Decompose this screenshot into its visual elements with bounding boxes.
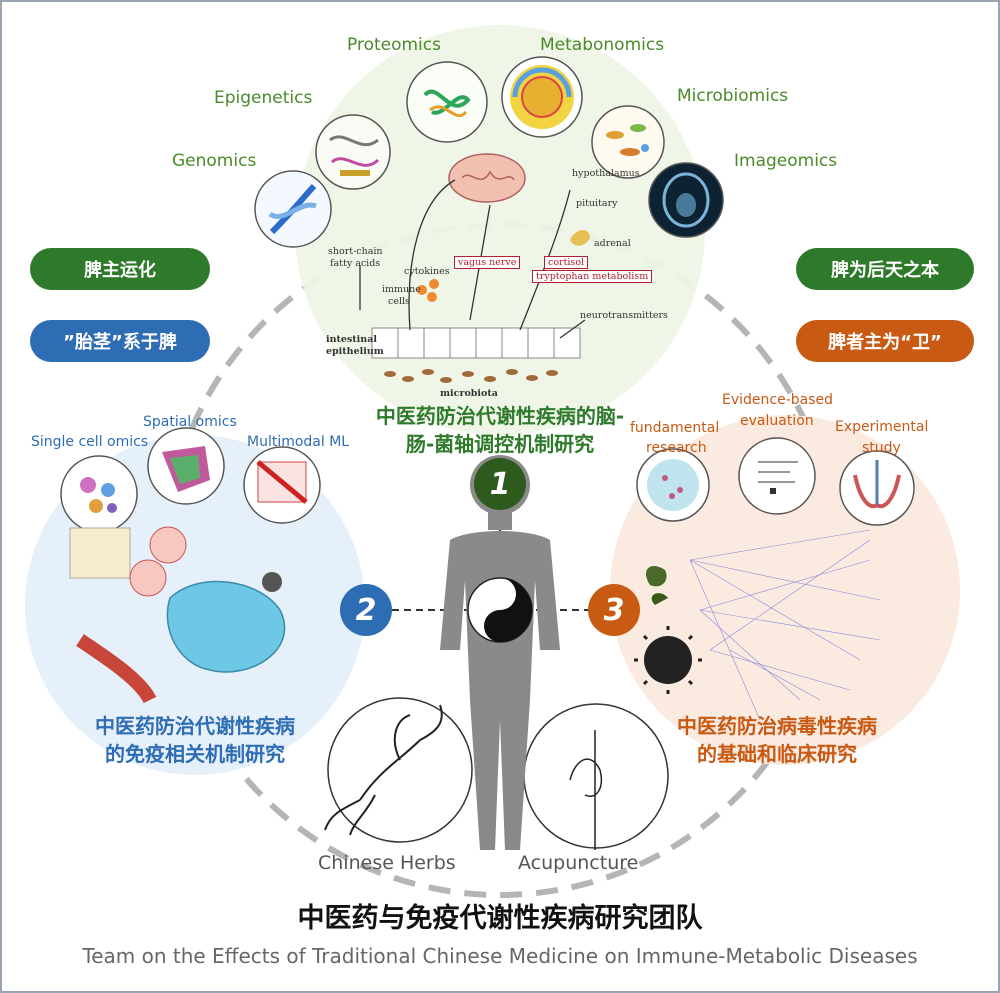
label-multimodal-ml: Multimodal ML bbox=[247, 434, 350, 450]
section3-title-line1: 中医药防治病毒性疾病 bbox=[677, 714, 877, 738]
adrenal-icon bbox=[570, 229, 590, 246]
herbs-circle bbox=[327, 697, 473, 843]
immune-mechanism-diagram bbox=[69, 526, 286, 704]
label-fundamental: fundamental bbox=[630, 420, 720, 436]
label-intestinal: intestinal bbox=[326, 334, 377, 345]
team-title-en: Team on the Effects of Traditional Chine… bbox=[82, 944, 918, 968]
intestinal-epithelium-icon bbox=[371, 327, 581, 359]
spatial-omics-icon bbox=[147, 427, 225, 505]
label-study: study bbox=[862, 440, 901, 456]
section3-number: 3 bbox=[588, 584, 640, 636]
proteomics-icon bbox=[406, 61, 488, 143]
imageomics-icon bbox=[648, 162, 724, 238]
epigenetics-icon bbox=[315, 114, 391, 190]
herb-leaf-icon bbox=[645, 565, 668, 605]
label-chinese-herbs: Chinese Herbs bbox=[318, 852, 456, 874]
metabonomics-icon bbox=[501, 56, 583, 138]
microbiota-icon bbox=[384, 369, 558, 383]
genomics-icon bbox=[254, 170, 332, 248]
label-cortisol: cortisol bbox=[544, 256, 589, 269]
yin-yang-icon bbox=[467, 577, 533, 643]
label-microbiota: microbiota bbox=[440, 388, 498, 399]
section2-title-line2: 的免疫相关机制研究 bbox=[105, 742, 285, 766]
label-hypothalamus: hypothalamus bbox=[572, 168, 640, 179]
section1-title: 中医药防治代谢性疾病的脑- 肠-菌轴调控机制研究 bbox=[355, 402, 645, 458]
section1-title-line1: 中医药防治代谢性疾病的脑- bbox=[375, 404, 625, 428]
virus-icon bbox=[634, 626, 702, 694]
label-epithelium: epithelium bbox=[326, 346, 384, 357]
experimental-study-icon bbox=[839, 450, 915, 526]
label-tryptophan-metabolism: tryptophan metabolism bbox=[532, 270, 653, 283]
microbiomics-icon bbox=[591, 105, 665, 179]
label-pituitary: pituitary bbox=[576, 198, 618, 209]
label-evidence-based: Evidence-based bbox=[722, 392, 834, 408]
label-neurotransmitters: neurotransmitters bbox=[580, 310, 668, 321]
label-cytokines: cytokines bbox=[404, 266, 450, 277]
team-title-cn: 中医药与免疫代谢性疾病研究团队 bbox=[297, 903, 703, 934]
multimodal-ml-icon bbox=[243, 446, 321, 524]
label-single-cell-omics: Single cell omics bbox=[31, 434, 149, 450]
omics-label-proteomics: Proteomics bbox=[347, 35, 441, 55]
section1-number: 1 bbox=[474, 458, 526, 510]
fundamental-research-icon bbox=[636, 448, 710, 522]
label-fatty-acids: fatty acids bbox=[330, 258, 381, 269]
label-experimental: Experimental bbox=[835, 419, 929, 435]
single-cell-omics-icon bbox=[60, 455, 138, 533]
pill-acquired-foundation: 脾为后天之本 bbox=[796, 248, 974, 290]
label-cells: cells bbox=[388, 296, 410, 307]
section2-number: 2 bbox=[340, 584, 392, 636]
label-evaluation: evaluation bbox=[740, 413, 814, 429]
omics-label-microbiomics: Microbiomics bbox=[677, 86, 789, 106]
label-immune: immune bbox=[382, 284, 421, 295]
omics-label-genomics: Genomics bbox=[172, 151, 257, 171]
pill-fetal-stem: ”胎茎”系于脾 bbox=[30, 320, 210, 362]
section3-title-line2: 的基础和临床研究 bbox=[697, 742, 857, 766]
brain-icon bbox=[448, 153, 526, 203]
section1-title-line2: 肠-菌轴调控机制研究 bbox=[405, 432, 595, 456]
ginseng-icon bbox=[324, 704, 443, 836]
section3-title: 中医药防治病毒性疾病 的基础和临床研究 bbox=[642, 712, 912, 768]
immune-cells-icon bbox=[417, 279, 439, 302]
omics-label-epigenetics: Epigenetics bbox=[214, 88, 313, 108]
section2-title-line1: 中医药防治代谢性疾病 bbox=[95, 714, 295, 738]
omics-label-metabonomics: Metabonomics bbox=[540, 35, 665, 55]
label-vagus-nerve: vagus nerve bbox=[454, 256, 521, 269]
label-acupuncture: Acupuncture bbox=[518, 852, 639, 874]
network-diagram bbox=[689, 529, 881, 721]
label-spatial-omics: Spatial omics bbox=[143, 414, 237, 430]
section2-title: 中医药防治代谢性疾病 的免疫相关机制研究 bbox=[60, 712, 330, 768]
omics-label-imageomics: Imageomics bbox=[734, 151, 838, 171]
evidence-based-evaluation-icon bbox=[738, 437, 816, 515]
label-short-chain: short-chain bbox=[328, 246, 383, 257]
pill-spleen-transport: 脾主运化 bbox=[30, 248, 210, 290]
label-research: research bbox=[646, 440, 707, 456]
acupuncture-icon bbox=[569, 730, 602, 850]
label-adrenal: adrenal bbox=[594, 238, 631, 249]
pill-spleen-guard: 脾者主为“卫” bbox=[796, 320, 974, 362]
